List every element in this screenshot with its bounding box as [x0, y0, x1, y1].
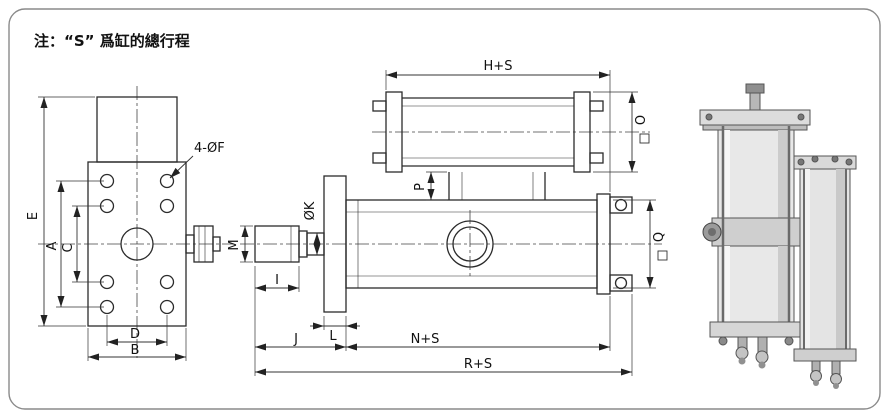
- bolt-hole: [159, 198, 175, 214]
- mid-head-band: [711, 217, 801, 247]
- sight-port-outer: [446, 220, 494, 268]
- square-symbol: [639, 133, 650, 144]
- tie-rod-nut-3d: [718, 336, 728, 346]
- bottom-fitting: [811, 360, 821, 372]
- rear-cap: [596, 193, 611, 295]
- top-mount-plate: [699, 109, 811, 126]
- dim-label-m: M: [227, 239, 242, 250]
- side-port-tip: [212, 236, 221, 252]
- bolt-hole: [159, 274, 175, 290]
- dim-label-o: O: [634, 115, 649, 125]
- hole-callout: 4-ØF: [194, 141, 225, 156]
- plate-bolt: [705, 113, 713, 121]
- rear-port-bottom: [609, 274, 633, 292]
- bottom-plate: [709, 321, 803, 338]
- top-cyl-right-cap: [573, 91, 591, 173]
- center-bore: [120, 227, 154, 261]
- product-illustration: [699, 83, 857, 389]
- dim-label-c: C: [61, 243, 76, 252]
- breather-stem: [749, 92, 761, 111]
- tie-rod-nut: [372, 152, 387, 164]
- side-view: [240, 91, 662, 313]
- tie-rod-nut-3d: [784, 336, 794, 346]
- dim-label-l: L: [329, 329, 337, 344]
- plate-bolt: [845, 158, 853, 166]
- rear-port-hole: [614, 276, 628, 290]
- dim-label-d: D: [130, 327, 140, 342]
- bottom-fitting: [831, 360, 841, 375]
- bolt-hole: [159, 299, 175, 315]
- breather-cap: [745, 83, 765, 94]
- side-view-dimensions: H+S O P M ØK I L J: [227, 59, 668, 376]
- tie-rod-nut: [372, 100, 387, 112]
- page-border: [8, 8, 881, 410]
- bolt-hole: [159, 173, 175, 189]
- plate-bolt: [831, 155, 839, 163]
- dim-label-hs: H+S: [484, 59, 513, 74]
- rear-port-top: [609, 196, 633, 214]
- plate-bolt: [797, 158, 805, 166]
- dim-label-i: I: [275, 273, 279, 288]
- top-cyl-left-cap: [385, 91, 403, 173]
- plate-bolt: [797, 113, 805, 121]
- plate-bolt: [811, 155, 819, 163]
- rear-port-hole: [614, 198, 628, 212]
- stroke-note: 注：“S” 爲缸的總行程: [34, 32, 190, 50]
- small-bottom-plate: [793, 348, 857, 362]
- dim-label-a: A: [45, 241, 60, 250]
- sight-port-inner: [452, 226, 488, 262]
- dim-label-rs: R+S: [464, 357, 492, 372]
- dim-label-b: B: [131, 343, 140, 358]
- dim-label-k: ØK: [303, 201, 318, 220]
- dim-label-j: J: [293, 332, 298, 347]
- square-symbol: [657, 250, 668, 261]
- dim-label-ns: N+S: [411, 332, 440, 347]
- tie-rod-nut: [589, 100, 604, 112]
- dim-label-q: Q: [652, 232, 667, 242]
- dim-label-p: P: [413, 183, 428, 191]
- front-view-dimensions: E A C D B 4-ØF: [26, 96, 225, 361]
- tie-rod-nut: [589, 152, 604, 164]
- dim-label-e: E: [26, 212, 41, 220]
